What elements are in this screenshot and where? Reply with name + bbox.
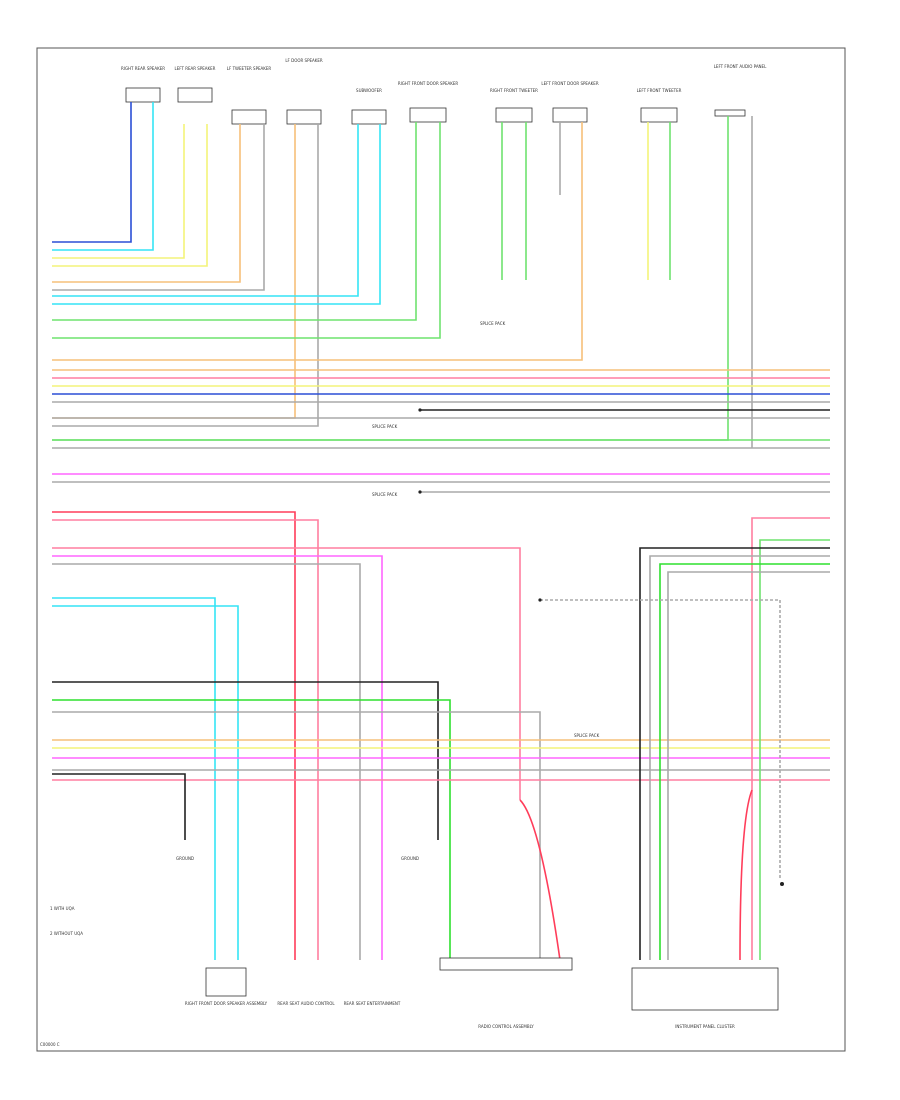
top-component-box [714, 109, 746, 117]
top-label: RIGHT REAR SPEAKER [121, 66, 165, 71]
top-component-box [640, 107, 678, 123]
wire [649, 555, 830, 960]
top-component-box [409, 107, 447, 123]
legend-item: 2 WITHOUT UQA [50, 931, 83, 936]
wire [659, 563, 830, 960]
wire [52, 124, 319, 427]
top-components [125, 87, 746, 125]
splice-pack-label: SPLICE PACK [372, 424, 398, 429]
wire [52, 124, 359, 297]
wire [52, 699, 451, 960]
wire [759, 539, 830, 960]
wire [52, 681, 439, 840]
wire [52, 122, 417, 321]
wire [52, 563, 361, 960]
bottom-components [205, 957, 779, 1011]
top-label: LEFT FRONT TWEETER [637, 88, 682, 93]
splice-pack-label: SPLICE PACK [372, 492, 398, 497]
wire [52, 124, 265, 291]
wire [52, 605, 239, 960]
wire [667, 571, 830, 960]
splice-pack-label: SPLICE PACK [480, 321, 506, 326]
top-component-box [495, 107, 533, 123]
wire [52, 122, 583, 361]
wire [52, 102, 132, 243]
top-component-box [351, 109, 387, 125]
splice-dot [418, 490, 422, 494]
legend-item: 1 WITH UQA [50, 906, 75, 911]
footer-code: C00000 C [40, 1042, 60, 1047]
wire [52, 124, 241, 283]
diagram-frame [36, 47, 846, 1052]
top-label: LF DOOR SPEAKER [285, 58, 323, 63]
splice-dots [418, 408, 784, 886]
wire [52, 555, 383, 960]
wire [52, 511, 296, 960]
wire [52, 124, 185, 259]
bottom-component-box [631, 967, 779, 1011]
top-component-box [125, 87, 161, 103]
wire [519, 799, 561, 961]
top-component-box [286, 109, 322, 125]
wire [52, 773, 186, 840]
wire [52, 124, 381, 305]
bottom-label: RIGHT FRONT DOOR SPEAKER ASSEMBLY [185, 1001, 268, 1006]
wire [52, 124, 296, 419]
wire [52, 124, 208, 267]
bottom-component-box [439, 957, 573, 971]
wire [52, 711, 541, 960]
ground-label: GROUND [176, 856, 194, 861]
top-component-box [552, 107, 588, 123]
wire [739, 789, 753, 961]
ground-label: GROUND [401, 856, 419, 861]
wire [52, 519, 319, 960]
horizontal-bus [52, 369, 830, 493]
top-label: SUBWOOFER [356, 88, 382, 93]
top-vertical-wires [52, 102, 753, 448]
top-label: LEFT FRONT AUDIO PANEL [714, 64, 767, 69]
wire [52, 122, 441, 339]
lower-left-wires [52, 511, 830, 960]
bottom-label: RADIO CONTROL ASSEMBLY [478, 1024, 534, 1029]
wire [751, 517, 830, 960]
top-label: RIGHT FRONT DOOR SPEAKER [398, 81, 459, 86]
wire [52, 597, 216, 960]
top-label: LEFT REAR SPEAKER [175, 66, 216, 71]
lower-right-wires [519, 517, 830, 961]
splice-dot [418, 408, 422, 412]
bottom-label: REAR SEAT AUDIO CONTROL [277, 1001, 335, 1006]
splice-dot [538, 598, 542, 602]
splice-dot [780, 882, 784, 886]
bottom-label: REAR SEAT ENTERTAINMENT [344, 1001, 401, 1006]
top-component-box [177, 87, 213, 103]
wire [52, 547, 521, 800]
wire [52, 102, 154, 251]
top-label: RIGHT FRONT TWEETER [490, 88, 538, 93]
bottom-label: INSTRUMENT PANEL CLUSTER [675, 1024, 735, 1029]
bottom-component-labels: RIGHT FRONT DOOR SPEAKER ASSEMBLY REAR S… [185, 1001, 735, 1029]
bottom-component-box [205, 967, 247, 997]
top-component-labels: RIGHT REAR SPEAKER LEFT REAR SPEAKER LF … [121, 58, 767, 93]
wire [639, 547, 830, 960]
top-label: LEFT FRONT DOOR SPEAKER [541, 81, 598, 86]
wire [540, 599, 781, 880]
top-component-box [231, 109, 267, 125]
splice-pack-label: SPLICE PACK [574, 733, 600, 738]
top-label: LF TWEETER SPEAKER [227, 66, 272, 71]
